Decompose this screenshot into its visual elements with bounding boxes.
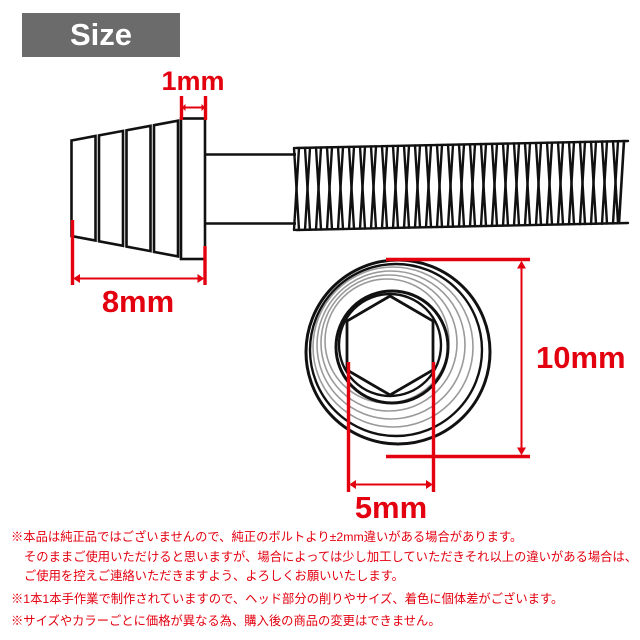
note-line-1: ※本品は純正品ではございませんので、純正のボルトより±2mm違いがある場合があり…: [11, 530, 523, 544]
dimension-head-diameter: [386, 257, 530, 459]
dimension-label-1mm: 1mm: [161, 66, 224, 96]
note-line-2: そのままご使用いただけると思いますが、場合によっては少し加工していただきそれ以上…: [24, 549, 638, 564]
hex-socket: [345, 294, 435, 397]
dimension-socket-width: [346, 362, 436, 492]
bolt-top-view: [304, 258, 492, 446]
bolt-flange-collar: [179, 117, 207, 261]
bolt-dimension-drawing: 1mm 8mm 10mm 5: [70, 66, 630, 520]
dimension-flange-width: [179, 96, 208, 120]
dimension-label-8mm: 8mm: [102, 284, 174, 319]
product-notes: ※本品は純正品ではございませんので、純正のボルトより±2mm違いがある場合があり…: [0, 528, 640, 632]
dimension-label-5mm: 5mm: [355, 490, 427, 520]
bolt-head-ridges: [70, 119, 180, 258]
note-line-3: ご使用を控えご連絡いただきますよう、よろしくお願いいたします。: [24, 569, 404, 584]
note-line-4: ※1本1本手作業で制作されていますので、ヘッド部分の削りやサイズ、着色に個体差が…: [11, 591, 564, 606]
note-line-5: ※サイズやカラーごとに価格が異なる為、購入後の商品の変更はできません。: [11, 614, 441, 629]
size-header-bar: Size: [22, 13, 180, 57]
bolt-threaded-shaft: [292, 139, 630, 232]
page-title: Size: [69, 17, 133, 52]
bolt-shank: [205, 153, 296, 225]
dimension-label-10mm: 10mm: [536, 340, 626, 375]
dimension-head-length: [70, 220, 207, 285]
bolt-side-view: [70, 117, 630, 261]
